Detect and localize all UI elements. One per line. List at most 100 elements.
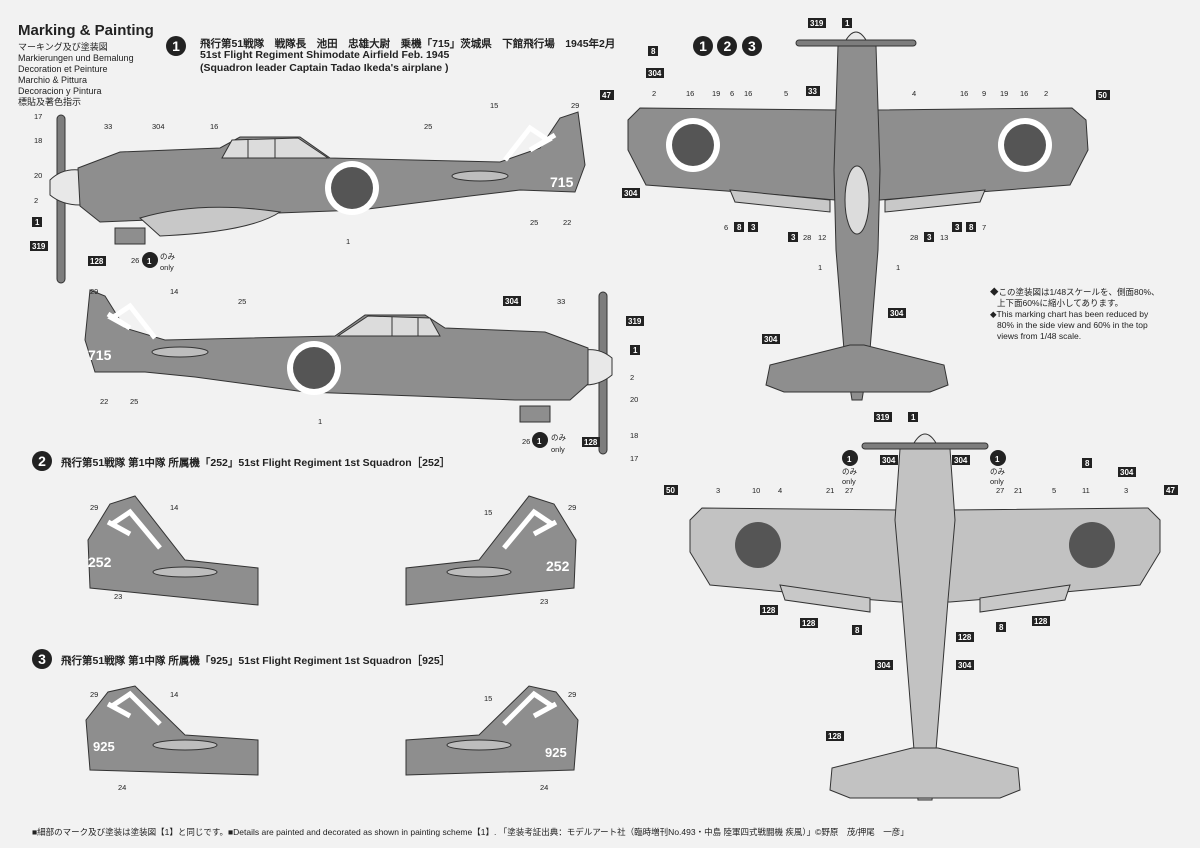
callout: 304 xyxy=(152,122,165,131)
scheme-badge: 2 xyxy=(717,36,738,56)
callout: 20 xyxy=(630,395,638,404)
language-label: Marchio & Pittura xyxy=(18,75,88,85)
callout: 21 xyxy=(1014,486,1022,495)
language-list: マーキング及び塗装図 Markierungen und Bemalung Dec… xyxy=(18,42,134,108)
combined-scheme-badges: 1 2 3 xyxy=(693,36,762,56)
callout: 17 xyxy=(630,454,638,463)
wing-root xyxy=(139,206,282,237)
callout: 8 xyxy=(999,623,1004,632)
language-label: Decoration et Peinture xyxy=(18,64,108,74)
scheme-1-en: 51st Flight Regiment Shimodate Airfield … xyxy=(200,49,450,61)
language-label: マーキング及び塗装図 xyxy=(18,42,108,52)
scheme-1-note: (Squadron leader Captain Tadao Ikeda's a… xyxy=(200,62,449,74)
callout: 16 xyxy=(744,89,752,98)
callout: 1 xyxy=(995,455,1000,464)
callout: 12 xyxy=(818,233,826,242)
language-label: Markierungen und Bemalung xyxy=(18,53,134,63)
callout: 319 xyxy=(810,19,824,28)
callout: 24 xyxy=(118,783,126,792)
only-label: のみ xyxy=(842,467,857,476)
callout: 304 xyxy=(505,297,519,306)
callout: 6 xyxy=(724,223,728,232)
side-view-left: 715 17 18 20 2 1 319 128 33 304 16 25 15… xyxy=(30,101,586,284)
only-label: only xyxy=(990,477,1004,486)
callout: 304 xyxy=(648,69,662,78)
callout: 29 xyxy=(568,503,576,512)
scale-note-line: 80% in the side view and 60% in the top xyxy=(997,320,1148,330)
callout: 29 xyxy=(568,690,576,699)
callout: 128 xyxy=(90,257,104,266)
callout: 29 xyxy=(571,101,579,110)
scale-note-line: 上下面60%に縮小してあります。 xyxy=(997,298,1124,308)
callout: 3 xyxy=(751,223,756,232)
scale-note-line: ◆この塗装図は1/48スケールを、側面80%、 xyxy=(990,287,1160,297)
callout: 27 xyxy=(845,486,853,495)
callout: 2 xyxy=(630,373,634,382)
callout: 1 xyxy=(35,218,40,227)
scheme-1-jp: 飛行第51戦隊 戦隊長 池田 忠雄大尉 乗機「715」茨城県 下館飛行場 194… xyxy=(200,38,616,50)
callout: 14 xyxy=(170,287,178,296)
callout: 1 xyxy=(537,437,542,446)
scheme-2-badge: 2 xyxy=(32,451,52,471)
language-label: Decoracion y Pintura xyxy=(18,86,102,96)
callout: 319 xyxy=(32,242,46,251)
fuselage xyxy=(84,289,589,401)
callout: 10 xyxy=(752,486,760,495)
callout: 1 xyxy=(318,417,322,426)
callout: 5 xyxy=(1052,486,1056,495)
callout: 128 xyxy=(1034,617,1048,626)
callout: 1 xyxy=(911,413,916,422)
tail-number: 252 xyxy=(546,558,570,574)
callout: 8 xyxy=(855,626,860,635)
callout: 3 xyxy=(1124,486,1128,495)
fuselage-bottom xyxy=(894,448,956,801)
callout: 1 xyxy=(845,19,850,28)
scheme-3-title: 飛行第51戦隊 第1中隊 所属機「925」51st Flight Regimen… xyxy=(61,655,451,667)
callout: 33 xyxy=(104,122,112,131)
callout: 47 xyxy=(1166,486,1175,495)
callout: 128 xyxy=(584,438,598,447)
only-label: のみ xyxy=(990,467,1005,476)
callout: 15 xyxy=(490,101,498,110)
callout: 7 xyxy=(982,223,986,232)
callout: 50 xyxy=(666,486,675,495)
callout: 319 xyxy=(628,317,642,326)
tail-number: 925 xyxy=(93,739,115,754)
callout: 2 xyxy=(652,89,656,98)
callout: 14 xyxy=(170,690,178,699)
callout: 18 xyxy=(630,431,638,440)
callout: 25 xyxy=(530,218,538,227)
scale-note-line: ◆This marking chart has been reduced by xyxy=(990,309,1149,319)
callout: 28 xyxy=(803,233,811,242)
callout: 8 xyxy=(737,223,742,232)
callout: 5 xyxy=(784,89,788,98)
callout: 3 xyxy=(791,233,796,242)
callout: 304 xyxy=(958,661,972,670)
scheme-1-badge: 1 xyxy=(166,36,186,56)
callout: 3 xyxy=(927,233,932,242)
scheme-3-badge: 3 xyxy=(32,649,52,669)
callout: 25 xyxy=(424,122,432,131)
tail-emblem xyxy=(106,302,157,340)
only-label: only xyxy=(160,263,174,272)
callout: 47 xyxy=(602,91,611,100)
callout: 33 xyxy=(808,87,817,96)
tail-number: 715 xyxy=(88,347,112,363)
callout: 25 xyxy=(238,297,246,306)
scale-note-line: views from 1/48 scale. xyxy=(997,331,1082,341)
callout: 18 xyxy=(34,136,42,145)
callout: 3 xyxy=(716,486,720,495)
callout: 4 xyxy=(912,89,916,98)
callout: 1 xyxy=(847,455,852,464)
callout: 304 xyxy=(890,309,904,318)
callout: 20 xyxy=(34,171,42,180)
callout: 304 xyxy=(954,456,968,465)
callout: 16 xyxy=(1020,89,1028,98)
callout: 1 xyxy=(896,263,900,272)
callout: 2 xyxy=(34,196,38,205)
callout: 304 xyxy=(877,661,891,670)
callout: 4 xyxy=(778,486,782,495)
callout: 33 xyxy=(557,297,565,306)
bottom-view: 319 1 1 のみ only 304 304 1 のみ only 50 3 1… xyxy=(664,412,1178,801)
